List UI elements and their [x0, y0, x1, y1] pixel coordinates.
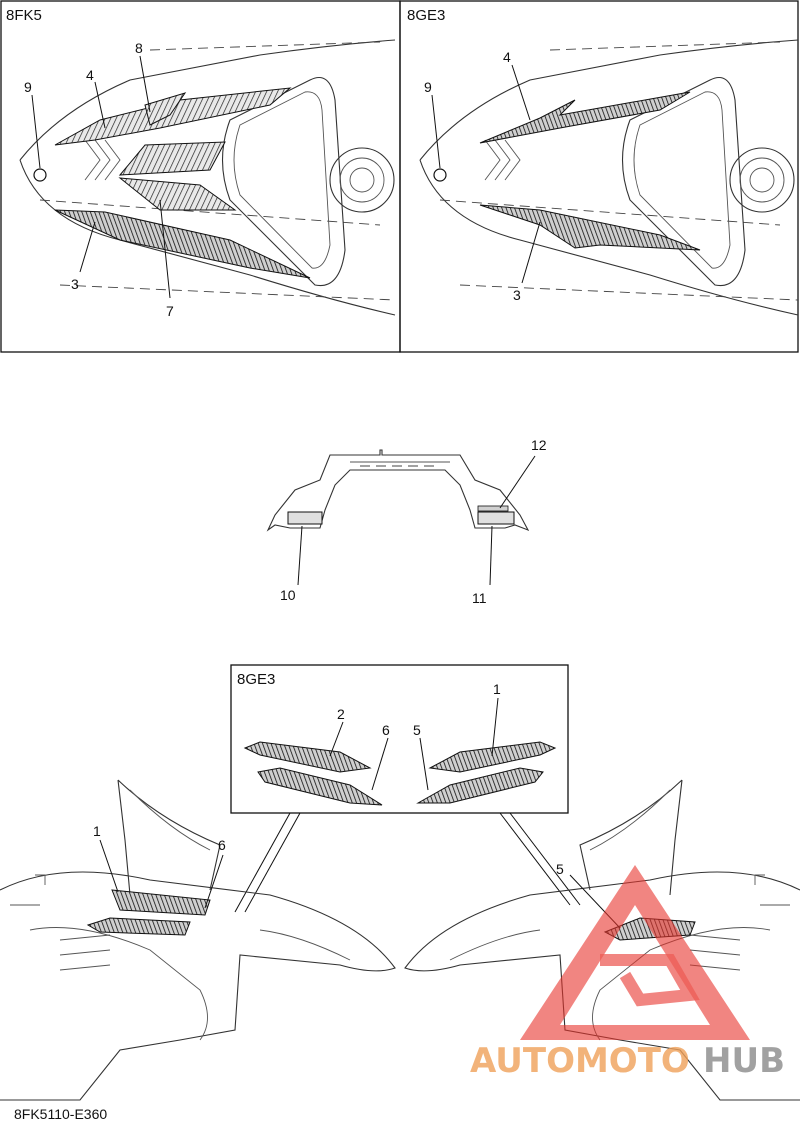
watermark-text-part2: HUB	[703, 1041, 785, 1081]
panel-code: 8GE3	[237, 671, 275, 688]
decal-4	[54, 87, 292, 146]
callout-6: 6	[382, 722, 390, 738]
emblem-circle	[33, 168, 47, 182]
panel-top-left: 8FK5 4 8 9 3 7	[0, 0, 401, 353]
callout-12: 12	[531, 437, 547, 453]
callout-9: 9	[24, 79, 32, 95]
front-cowl-top-view	[419, 39, 799, 316]
headlight-ring	[729, 147, 795, 213]
callout-11: 11	[472, 590, 487, 606]
callout-3: 3	[71, 276, 79, 292]
callout-8: 8	[135, 40, 143, 56]
watermark-text-part1: AUTOMOTO	[470, 1041, 690, 1081]
decal-1	[111, 889, 211, 916]
panel-border	[399, 0, 799, 353]
automotohub-logo-icon	[520, 865, 750, 1040]
panel-code: 8GE3	[407, 7, 445, 24]
decal-5	[416, 767, 544, 804]
callout-9: 9	[424, 79, 432, 95]
callout-1: 1	[93, 823, 101, 839]
panel-code: 8FK5	[6, 7, 42, 24]
decal-4	[479, 91, 691, 144]
label-12	[477, 505, 509, 512]
decal-7b	[118, 177, 237, 211]
automotohub-watermark: AUTOMOTO HUB	[470, 865, 785, 1081]
callout-3: 3	[513, 287, 521, 303]
panel-top-right: 8GE3 4 9 3	[399, 0, 799, 353]
panel-bottom-inset: 8GE3 2 6 5 1	[230, 664, 581, 913]
emblem-circle	[433, 168, 447, 182]
callout-5: 5	[556, 861, 564, 877]
decal-6	[86, 917, 191, 936]
decal-3	[479, 204, 701, 251]
drawing-number: 8FK5110-E360	[14, 1106, 107, 1122]
callout-5: 5	[413, 722, 421, 738]
label-10	[287, 511, 323, 525]
front-cowl-top-view	[19, 39, 396, 316]
callout-2: 2	[337, 706, 345, 722]
decal-3	[54, 209, 311, 279]
rear-tail-section: 12 10 11	[266, 437, 547, 606]
callout-6: 6	[218, 837, 226, 853]
callout-1: 1	[493, 681, 501, 697]
decal-1	[428, 741, 557, 773]
label-11	[477, 511, 515, 525]
callout-7: 7	[166, 303, 174, 319]
callout-10: 10	[280, 587, 296, 603]
decal-8	[144, 92, 187, 126]
decal-2	[243, 741, 372, 773]
side-view-left: 1 6	[0, 779, 396, 1101]
headlight-ring	[329, 147, 395, 213]
decal-7a	[118, 141, 226, 176]
decal-6	[257, 767, 383, 806]
inset-border	[230, 664, 569, 814]
callout-4: 4	[503, 49, 511, 65]
callout-4: 4	[86, 67, 94, 83]
